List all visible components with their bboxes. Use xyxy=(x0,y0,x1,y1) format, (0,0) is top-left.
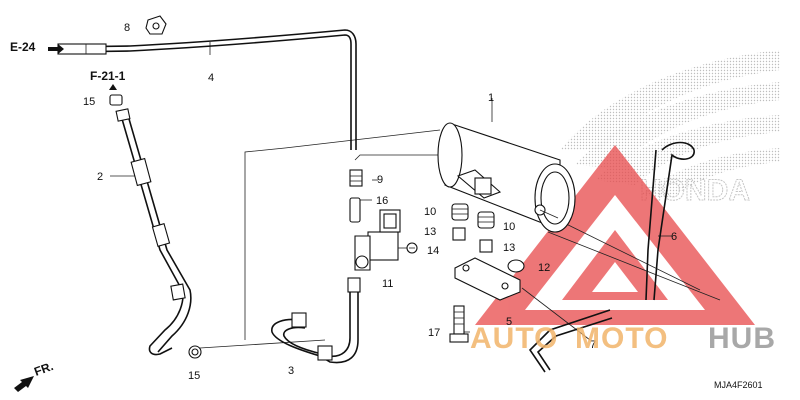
label-part-17: 17 xyxy=(428,327,440,339)
watermark-text: AUTO MOTO HUB xyxy=(470,322,776,355)
label-part-15-bottom: 15 xyxy=(188,370,200,382)
part-15-clamp-bottom xyxy=(188,345,202,359)
part-11-valve xyxy=(354,209,410,271)
part-10-grommet-left xyxy=(451,203,469,221)
label-part-2: 2 xyxy=(97,171,103,183)
part-5-bracket xyxy=(454,257,521,301)
label-part-14: 14 xyxy=(427,245,439,257)
part-4-tube xyxy=(57,29,357,150)
leader-lines xyxy=(110,19,721,349)
part-labels: 1 2 3 4 5 6 7 8 9 10 10 11 12 13 13 14 1… xyxy=(83,22,677,382)
part-15-cap-top xyxy=(109,94,123,106)
label-part-8: 8 xyxy=(124,22,130,34)
front-direction-indicator: FR. xyxy=(14,359,55,392)
label-part-10-right: 10 xyxy=(503,221,515,233)
part-9-fitting xyxy=(349,169,363,187)
part-6-hose xyxy=(645,141,695,301)
label-part-9: 9 xyxy=(377,174,383,186)
part-14-bolt xyxy=(406,242,418,254)
label-part-13-left: 13 xyxy=(424,226,436,238)
arrow-down-icon xyxy=(109,84,117,90)
label-part-7: 7 xyxy=(590,339,596,351)
label-part-6: 6 xyxy=(671,231,677,243)
watermark-moto: MOTO xyxy=(575,322,668,355)
diagram-code: MJA4F2601 xyxy=(714,380,763,390)
part-1-canister xyxy=(437,122,576,233)
label-part-13-right: 13 xyxy=(503,242,515,254)
label-part-15-top: 15 xyxy=(83,96,95,108)
label-part-3: 3 xyxy=(288,365,294,377)
front-label: FR. xyxy=(32,359,55,379)
watermark-auto: AUTO xyxy=(470,322,558,355)
ref-f21: F-21-1 xyxy=(90,69,126,83)
part-3-hose xyxy=(271,277,361,364)
label-part-12: 12 xyxy=(538,262,550,274)
part-12-cap xyxy=(507,259,525,273)
part-13-collar-left xyxy=(452,227,466,241)
label-part-4: 4 xyxy=(208,72,214,84)
label-part-5: 5 xyxy=(506,316,512,328)
part-10-grommet-right xyxy=(477,211,495,229)
part-8-clip xyxy=(145,15,167,35)
reference-labels: E-24 F-21-1 FR. xyxy=(10,40,126,392)
ref-e24: E-24 xyxy=(10,40,36,54)
part-17-bolt xyxy=(449,305,469,343)
honda-wing-logo: HONDA xyxy=(560,50,780,208)
label-part-1: 1 xyxy=(488,92,494,104)
label-part-11: 11 xyxy=(382,278,393,290)
front-arrow-icon xyxy=(14,376,34,392)
arrow-right-icon xyxy=(48,44,64,54)
part-2-hose xyxy=(115,108,192,356)
watermark-triangle xyxy=(475,145,755,325)
part-16-tube xyxy=(349,197,361,223)
part-13-collar-right xyxy=(479,239,493,253)
label-part-16: 16 xyxy=(376,195,388,207)
part-7-hose xyxy=(528,309,613,373)
watermark-hub: HUB xyxy=(708,322,776,355)
label-part-10-left: 10 xyxy=(424,206,436,218)
